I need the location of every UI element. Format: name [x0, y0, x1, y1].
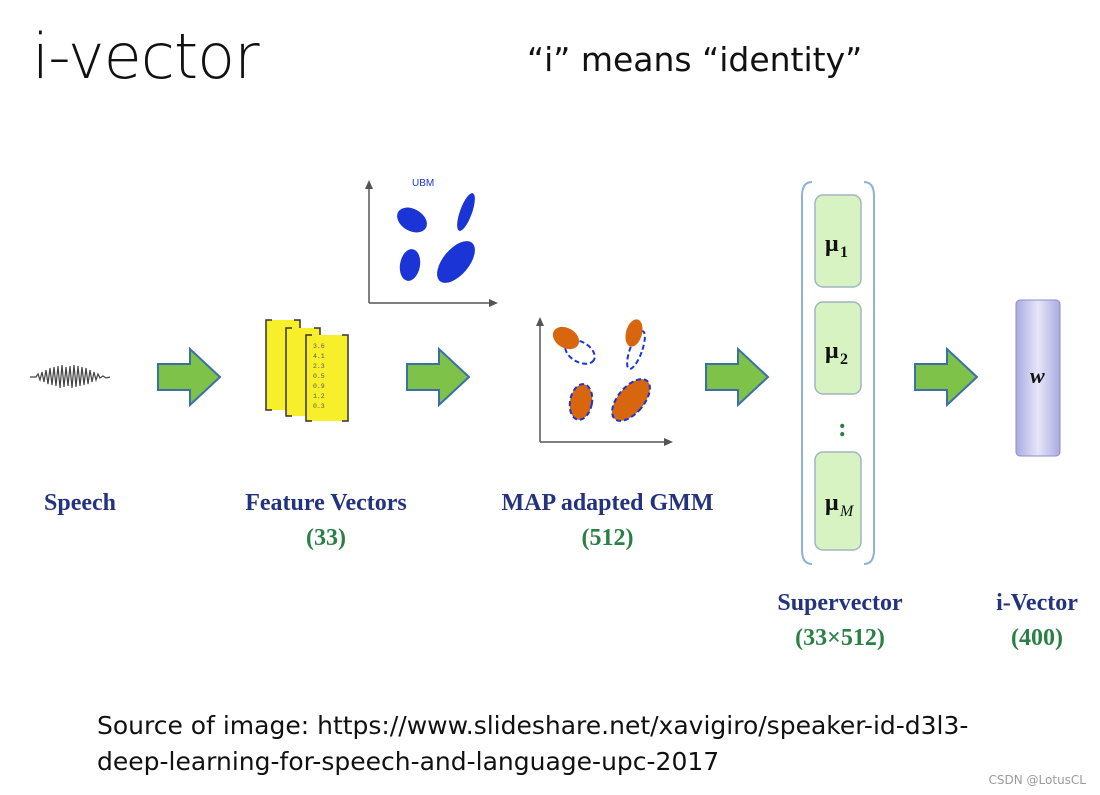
supervector: μ 1 μ 2 μ M : — [801, 181, 875, 565]
ubm-component — [397, 207, 427, 233]
label-supervector-name: Supervector — [777, 590, 903, 616]
supervector-ellipsis: : — [838, 413, 847, 442]
label-feature-vectors-name: Feature Vectors — [245, 490, 407, 516]
mu-1-subscript: 1 — [840, 244, 848, 261]
gmm-component — [568, 383, 594, 421]
mu-2-symbol: μ — [825, 338, 839, 364]
feature-number: 0.9 — [313, 383, 325, 390]
feature-number: 0.3 — [313, 403, 325, 410]
ubm-plot: UBM — [365, 178, 498, 307]
gmm-component — [611, 378, 651, 422]
supervector-cell — [814, 451, 862, 551]
image-source-note: Source of image: https://www.slideshare.… — [97, 708, 968, 780]
feature-number: 1.2 — [313, 393, 325, 400]
gmm-component — [552, 326, 580, 350]
supervector-cell — [814, 301, 862, 395]
label-ivector-name: i-Vector — [996, 590, 1078, 616]
ubm-outline — [626, 330, 646, 370]
source-line-2: deep-learning-for-speech-and-language-up… — [97, 747, 720, 776]
arrow-speech-to-features-icon — [157, 346, 222, 408]
label-ivector-value: (400) — [1011, 625, 1063, 651]
gmm-plot — [536, 317, 673, 446]
label-speech: Speech — [30, 490, 130, 517]
arrow-gmm-to-supervector-icon — [705, 346, 770, 408]
arrow-supervector-to-ivector-icon — [914, 346, 979, 408]
feature-number: 4.1 — [313, 353, 325, 360]
mu-m-subscript: M — [839, 503, 855, 520]
arrow-features-to-gmm-icon — [406, 346, 471, 408]
feature-number: 3.6 — [313, 343, 325, 350]
gmm-component — [625, 319, 643, 347]
label-map-gmm: MAP adapted GMM (512) — [480, 490, 735, 552]
ivector-symbol: w — [1030, 363, 1045, 388]
label-map-gmm-value: (512) — [581, 525, 634, 551]
label-supervector: Supervector (33×512) — [760, 590, 920, 652]
speech-waveform-icon — [30, 364, 111, 389]
source-line-1: Source of image: https://www.slideshare.… — [97, 711, 969, 740]
feature-number: 0.5 — [313, 373, 325, 380]
ubm-component — [437, 241, 475, 283]
ubm-component — [399, 249, 421, 281]
slide-title: i-vector — [32, 20, 260, 93]
ivector: w — [1015, 299, 1061, 457]
label-map-gmm-name: MAP adapted GMM — [501, 490, 714, 516]
mu-1-symbol: μ — [825, 231, 839, 257]
ubm-label: UBM — [412, 178, 434, 189]
ubm-component — [457, 193, 475, 231]
label-ivector: i-Vector (400) — [982, 590, 1092, 652]
slide-subtitle: “i” means “identity” — [527, 40, 863, 79]
mu-m-symbol: μ — [825, 490, 839, 516]
label-feature-vectors-value: (33) — [306, 525, 346, 551]
feature-number: 2.3 — [313, 363, 325, 370]
label-feature-vectors: Feature Vectors (33) — [222, 490, 430, 552]
mu-2-subscript: 2 — [840, 351, 848, 368]
label-supervector-value: (33×512) — [795, 625, 885, 651]
watermark: CSDN @LotusCL — [988, 773, 1086, 787]
feature-vectors-icon: 3.6 4.1 2.3 0.5 0.9 1.2 0.3 — [265, 319, 349, 422]
supervector-cell — [814, 194, 862, 288]
label-speech-name: Speech — [44, 490, 116, 516]
